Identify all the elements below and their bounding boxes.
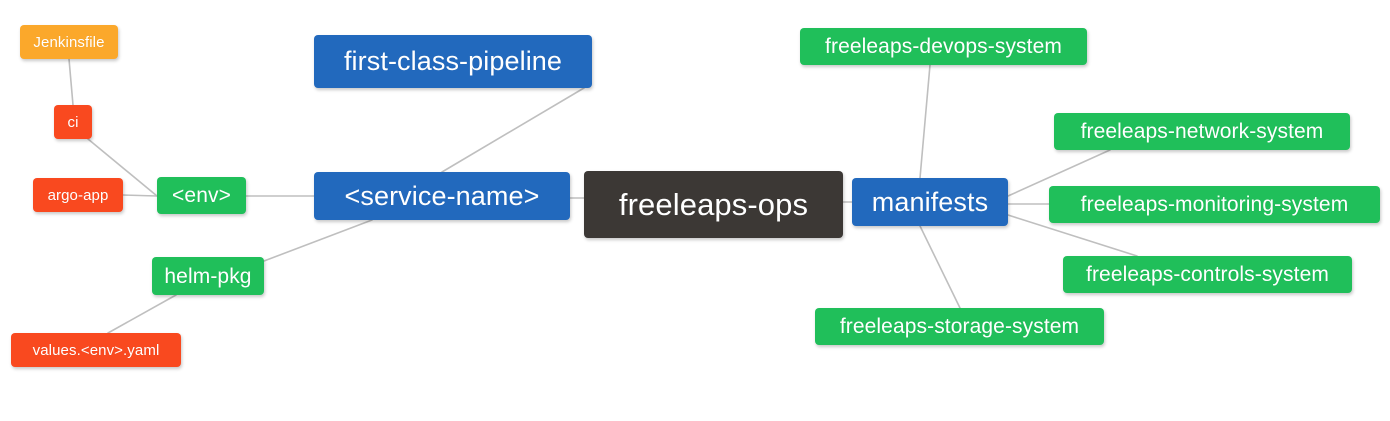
edge-service-name-to-helm-pkg	[263, 219, 373, 262]
node-root[interactable]: freeleaps-ops	[584, 171, 843, 238]
node-service-name[interactable]: <service-name>	[314, 172, 570, 220]
edge-service-name-to-pipeline	[441, 87, 585, 173]
node-label: <env>	[172, 184, 231, 207]
node-label: first-class-pipeline	[343, 46, 563, 76]
node-label: manifests	[871, 186, 989, 217]
node-values-yaml[interactable]: values.<env>.yaml	[11, 333, 181, 367]
node-storage[interactable]: freeleaps-storage-system	[815, 308, 1104, 345]
node-label: Jenkinsfile	[33, 33, 105, 51]
edge-manifests-to-storage	[919, 225, 961, 309]
node-label: freeleaps-network-system	[1080, 120, 1324, 143]
edge-jenkinsfile-to-ci	[68, 58, 74, 106]
node-label: freeleaps-storage-system	[839, 315, 1080, 338]
node-label: helm-pkg	[164, 264, 252, 288]
node-label: values.<env>.yaml	[32, 341, 160, 359]
node-network[interactable]: freeleaps-network-system	[1054, 113, 1350, 150]
node-ci[interactable]: ci	[54, 105, 92, 139]
edge-helm-pkg-to-values-yaml	[107, 294, 177, 334]
node-jenkinsfile[interactable]: Jenkinsfile	[20, 25, 118, 59]
node-label: ci	[67, 113, 79, 131]
node-monitoring[interactable]: freeleaps-monitoring-system	[1049, 186, 1380, 223]
edge-argo-app-to-env	[122, 194, 158, 197]
node-devops[interactable]: freeleaps-devops-system	[800, 28, 1087, 65]
node-env[interactable]: <env>	[157, 177, 246, 214]
edge-manifests-to-devops	[919, 64, 931, 179]
node-label: freeleaps-ops	[618, 187, 809, 222]
node-manifests[interactable]: manifests	[852, 178, 1008, 226]
node-label: argo-app	[47, 186, 109, 204]
node-controls[interactable]: freeleaps-controls-system	[1063, 256, 1352, 293]
node-argo-app[interactable]: argo-app	[33, 178, 123, 212]
node-label: freeleaps-monitoring-system	[1080, 193, 1349, 216]
node-helm-pkg[interactable]: helm-pkg	[152, 257, 264, 295]
node-pipeline[interactable]: first-class-pipeline	[314, 35, 592, 88]
node-label: <service-name>	[344, 180, 540, 211]
node-label: freeleaps-controls-system	[1086, 263, 1329, 286]
node-label: freeleaps-devops-system	[825, 35, 1062, 58]
